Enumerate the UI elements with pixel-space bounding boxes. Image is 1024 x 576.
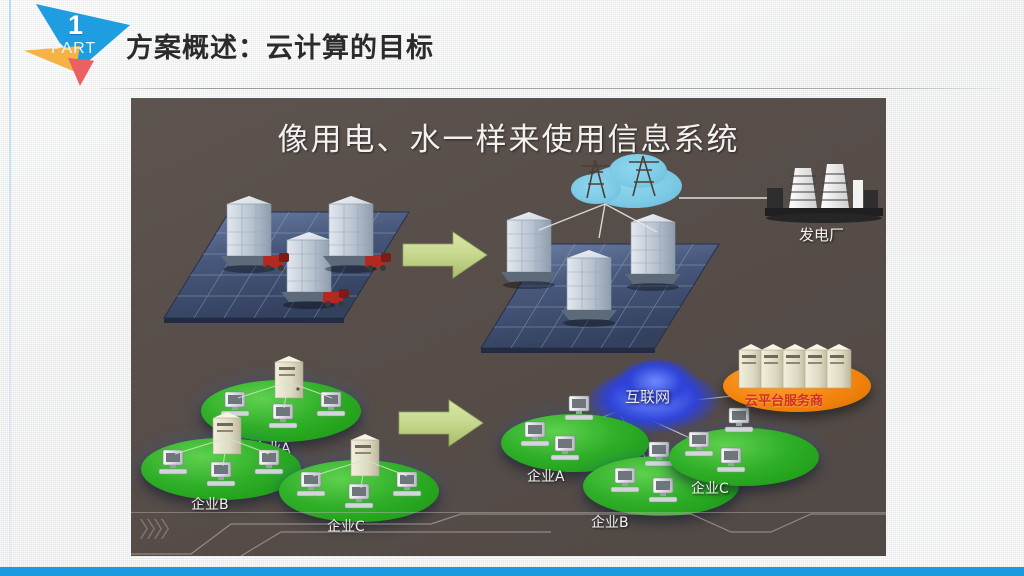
workstation-icon xyxy=(610,467,640,493)
transition-arrow-bottom xyxy=(398,399,484,447)
power-grid-cloud xyxy=(571,174,621,204)
footer-hline xyxy=(131,512,886,513)
part-badge: 1 PART xyxy=(24,2,132,86)
footer-zigzag xyxy=(131,513,886,556)
lan-links xyxy=(174,437,270,467)
generator-icon xyxy=(365,253,391,271)
header-divider xyxy=(100,88,1000,89)
workstation-icon xyxy=(206,461,236,487)
page-title: 方案概述：云计算的目标 xyxy=(126,33,434,64)
workstation-icon xyxy=(644,441,674,467)
cloud-to-plant-line xyxy=(679,197,769,199)
generator-icon xyxy=(263,253,289,271)
workstation-icon xyxy=(724,407,754,433)
cloud-enterprise-label-a: 企业A xyxy=(527,469,565,485)
triangle-red-icon xyxy=(68,58,94,86)
workstation-icon xyxy=(564,395,594,421)
cloud-provider-label: 云平台服务商 xyxy=(745,394,824,409)
slide-header: 1 PART 方案概述：云计算的目标 xyxy=(0,0,1024,92)
internet-cloud xyxy=(617,360,697,408)
workstation-icon xyxy=(296,471,326,497)
building-icon xyxy=(501,212,557,289)
transition-arrow-top xyxy=(402,231,488,279)
footer-chevrons: 〉〉〉〉 xyxy=(139,518,182,543)
workstation-icon xyxy=(392,471,422,497)
workstation-icon xyxy=(716,447,746,473)
power-plant-icon xyxy=(765,164,883,223)
workstation-icon xyxy=(684,431,714,457)
workstation-icon xyxy=(344,483,374,509)
bottom-accent-band xyxy=(0,567,1024,576)
workstation-icon xyxy=(316,391,346,417)
workstation-icon xyxy=(158,449,188,475)
building-icon xyxy=(561,250,617,327)
lan-links xyxy=(312,459,408,489)
server-rack-icon xyxy=(738,344,852,389)
pylon-icon xyxy=(581,155,659,199)
power-plant-label: 发电厂 xyxy=(799,226,845,244)
cloud-enterprise-label-b: 企业B xyxy=(591,515,629,531)
left-accent-rule xyxy=(9,0,11,567)
figure-title: 像用电、水一样来使用信息系统 xyxy=(277,122,740,158)
enterprise-label-b: 企业B xyxy=(191,497,229,513)
workstation-icon xyxy=(268,403,298,429)
part-word: PART xyxy=(51,40,97,57)
building-icon xyxy=(221,196,277,273)
workstation-icon xyxy=(550,435,580,461)
cloud-enterprise-label-c: 企业C xyxy=(691,481,729,497)
enterprise-label-c: 企业C xyxy=(327,519,365,535)
figure-panel: 像用电、水一样来使用信息系统 xyxy=(131,98,886,556)
figure-footer-band: 〉〉〉〉 xyxy=(131,494,886,556)
workstation-icon xyxy=(648,477,678,503)
lan-links xyxy=(237,381,333,409)
grid-connection-lines xyxy=(538,203,658,239)
server-icon xyxy=(350,434,380,477)
server-icon xyxy=(212,412,242,455)
part-number: 1 xyxy=(68,10,84,40)
building-icon xyxy=(625,214,681,291)
workstation-icon xyxy=(520,421,550,447)
server-icon xyxy=(274,356,304,399)
workstation-icon xyxy=(254,449,284,475)
generator-icon xyxy=(323,289,349,307)
internet-label: 互联网 xyxy=(625,388,671,406)
